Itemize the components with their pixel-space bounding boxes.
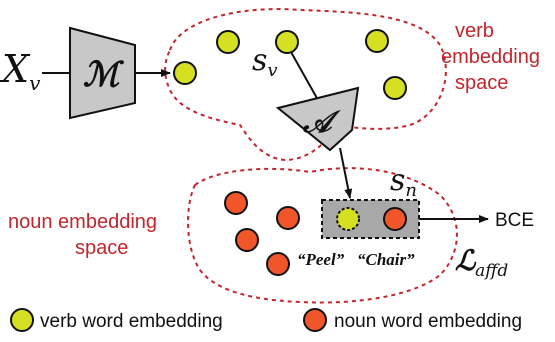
verb-dot xyxy=(216,30,240,54)
sn-label: sn xyxy=(390,163,417,201)
legend-noun-dot xyxy=(303,308,327,332)
peel-label: “Peel” xyxy=(297,250,345,269)
loss-label: ℒaffd xyxy=(455,244,508,281)
legend-verb-dot xyxy=(10,308,34,332)
noun-dot xyxy=(276,206,300,230)
sv-label: sv xyxy=(252,43,278,81)
noun-dot xyxy=(266,252,290,276)
bce-label: BCE xyxy=(495,210,534,231)
model-a-block xyxy=(275,86,360,152)
legend-noun-label: noun word embedding xyxy=(334,311,522,332)
noun-dot xyxy=(224,191,248,215)
verb-dot xyxy=(383,76,407,100)
input-label: Xv xyxy=(0,47,41,95)
noun-space-label-line1: noun embedding xyxy=(8,211,157,233)
verb-space-label-line3: space xyxy=(455,72,508,94)
verb-dot-selected xyxy=(275,30,299,54)
noun-space-label-line2: space xyxy=(75,237,128,259)
legend: verb word embedding noun word embedding xyxy=(10,308,522,332)
verb-embedding-region xyxy=(164,8,447,162)
legend-verb-label: verb word embedding xyxy=(40,311,223,332)
model-m-label: ℳ xyxy=(83,55,125,95)
noun-embedding-region xyxy=(187,167,458,304)
noun-dot-selected xyxy=(383,207,407,231)
model-m-block xyxy=(69,26,136,120)
noun-dot xyxy=(235,228,259,252)
a-output-arrow xyxy=(339,147,353,199)
verb-space-label-line1: verb xyxy=(455,20,494,42)
verb-dot xyxy=(365,29,389,53)
chair-label: “Chair” xyxy=(357,250,415,269)
verb-space-label-line2: embedding xyxy=(441,46,540,68)
verb-dot-projected xyxy=(336,207,360,231)
verb-dot xyxy=(173,61,197,85)
sv-to-a-connector xyxy=(290,51,319,101)
